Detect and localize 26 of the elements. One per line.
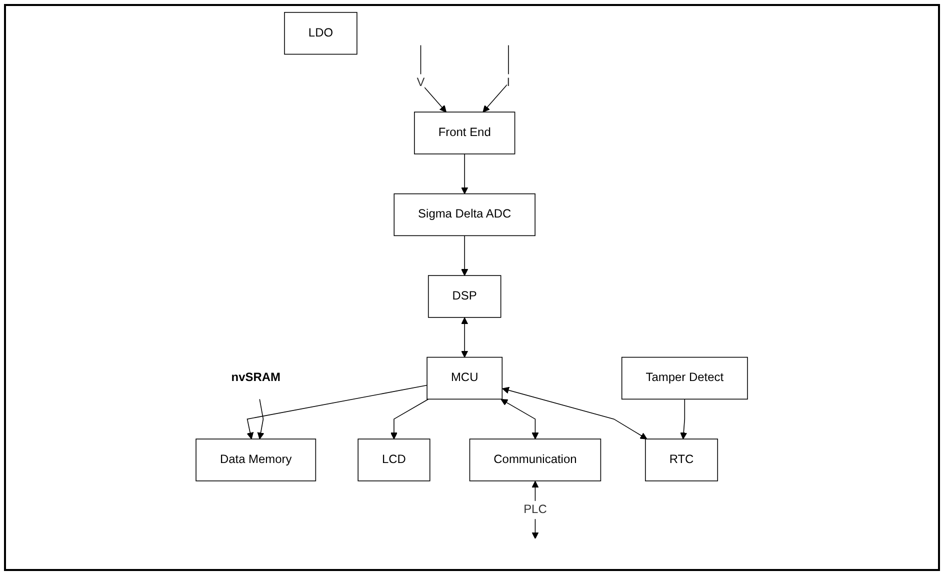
arrow (482, 44, 510, 112)
arrow (461, 235, 468, 276)
arrow (680, 398, 688, 440)
node-box: Data Memory (196, 438, 316, 482)
arrow (500, 398, 539, 440)
arrow (532, 480, 539, 540)
edge-label: PLC (524, 502, 548, 516)
edge-label: I (507, 76, 510, 90)
edge-label: V (416, 76, 425, 90)
node-box: Sigma Delta ADC (394, 193, 536, 236)
node-box: Front End (414, 112, 516, 154)
node-box: LCD (358, 438, 431, 482)
node-box: MCU (426, 356, 503, 400)
node-box: RTC (645, 438, 718, 482)
node-box: DSP (428, 275, 502, 318)
arrow (246, 384, 428, 440)
arrow (461, 154, 468, 194)
arrow (420, 44, 447, 112)
node-box: Communication (470, 438, 602, 482)
arrow (461, 317, 468, 358)
arrow (390, 398, 430, 440)
arrow (258, 398, 264, 440)
node-text: nvSRAM (232, 370, 281, 384)
node-box: LDO (284, 12, 358, 55)
arrow (502, 386, 648, 440)
node-box: Tamper Detect (622, 356, 748, 400)
